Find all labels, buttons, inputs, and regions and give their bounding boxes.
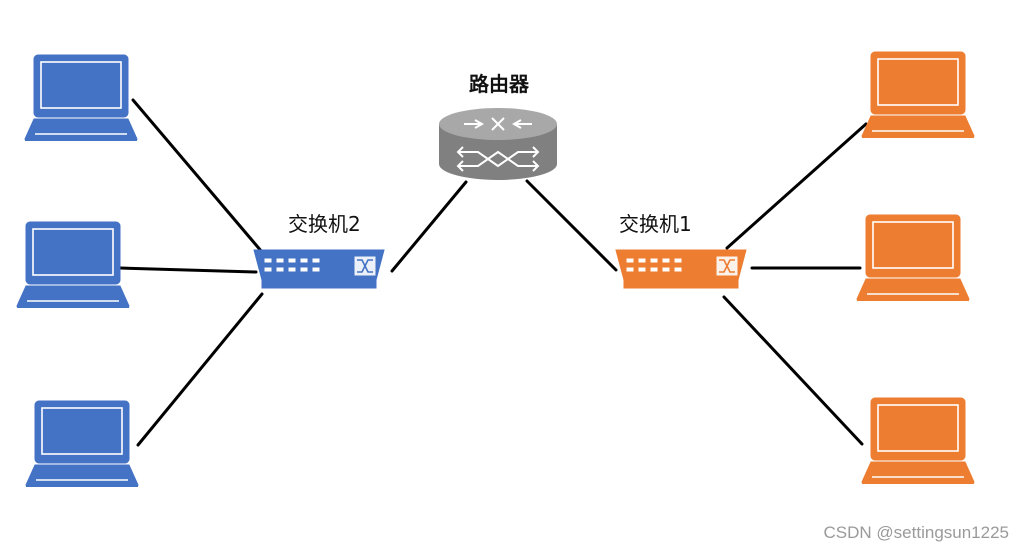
link-router-switch1 [525,179,618,272]
laptop-icon [25,400,139,487]
switch-left-label: 交换机2 [288,212,361,236]
switch-icon [253,249,385,289]
links [118,98,868,447]
laptop-icon [24,54,138,141]
link-switch2-router [390,180,468,273]
switch-right-label: 交换机1 [619,212,692,236]
laptop-icon [861,397,975,484]
laptop-icon [16,221,130,308]
router-icon [439,108,557,180]
link-laptop-left-1-switch2 [131,98,264,254]
router-label: 路由器 [469,72,529,96]
link-laptop-left-3-switch2 [136,292,264,447]
laptop-icon [856,214,970,301]
switch-icon [615,249,747,289]
link-switch1-laptop-right-3 [722,295,864,446]
laptop-icon [861,51,975,138]
watermark: CSDN @settingsun1225 [823,523,1009,542]
link-laptop-left-2-switch2 [118,266,258,274]
link-switch1-laptop-right-1 [725,122,868,250]
